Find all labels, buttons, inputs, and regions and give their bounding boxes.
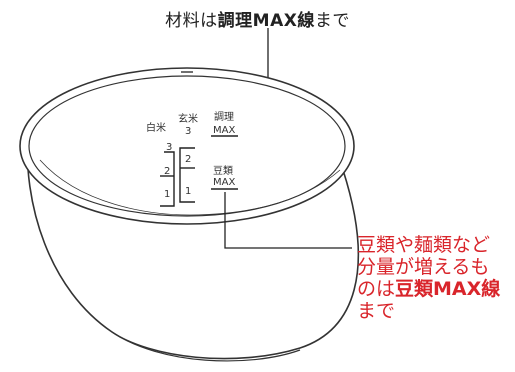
beans-max-leader [224,192,352,249]
beans-note-line3-bold: 豆類MAX線 [395,278,501,300]
pot-rim-inner [28,75,346,217]
top-caption: 材料は調理MAX線まで [0,6,515,31]
pot-body [26,127,360,360]
beans-max-text: MAX [213,177,235,188]
white-rice-label: 白米 [146,121,166,134]
brown-level-2: 2 [185,154,191,165]
beans-max-title: 豆類 [213,165,233,177]
white-rice-scale [160,151,175,207]
white-level-1: 1 [164,189,170,200]
beans-note-line3: のは豆類MAX線 [357,278,513,300]
beans-note-line2: 分量が増えるも [357,256,490,278]
top-caption-prefix: 材料は [165,11,218,31]
brown-level-1: 1 [185,186,191,197]
brown-rice-scale [179,147,195,203]
pot-rim-outer [19,67,355,225]
pot-base [111,331,301,362]
cooking-max-title: 調理 [214,110,234,123]
rim-inner-lower [39,159,341,216]
white-level-3: 3 [166,142,172,153]
beans-note-line3-prefix: のは [357,278,396,300]
beans-note-line1: 豆類や麺類など [357,234,491,256]
brown-level-3: 3 [185,126,191,137]
beans-note-line4: まで [357,300,396,322]
top-caption-bold: 調理MAX線 [217,11,315,31]
cooking-max-text: MAX [213,125,235,136]
beans-note: 豆類や麺類など 分量が増えるも のは豆類MAX線 まで [357,234,513,322]
white-level-2: 2 [164,166,170,177]
brown-rice-label: 玄米 [178,112,198,125]
top-caption-suffix: まで [314,11,350,31]
